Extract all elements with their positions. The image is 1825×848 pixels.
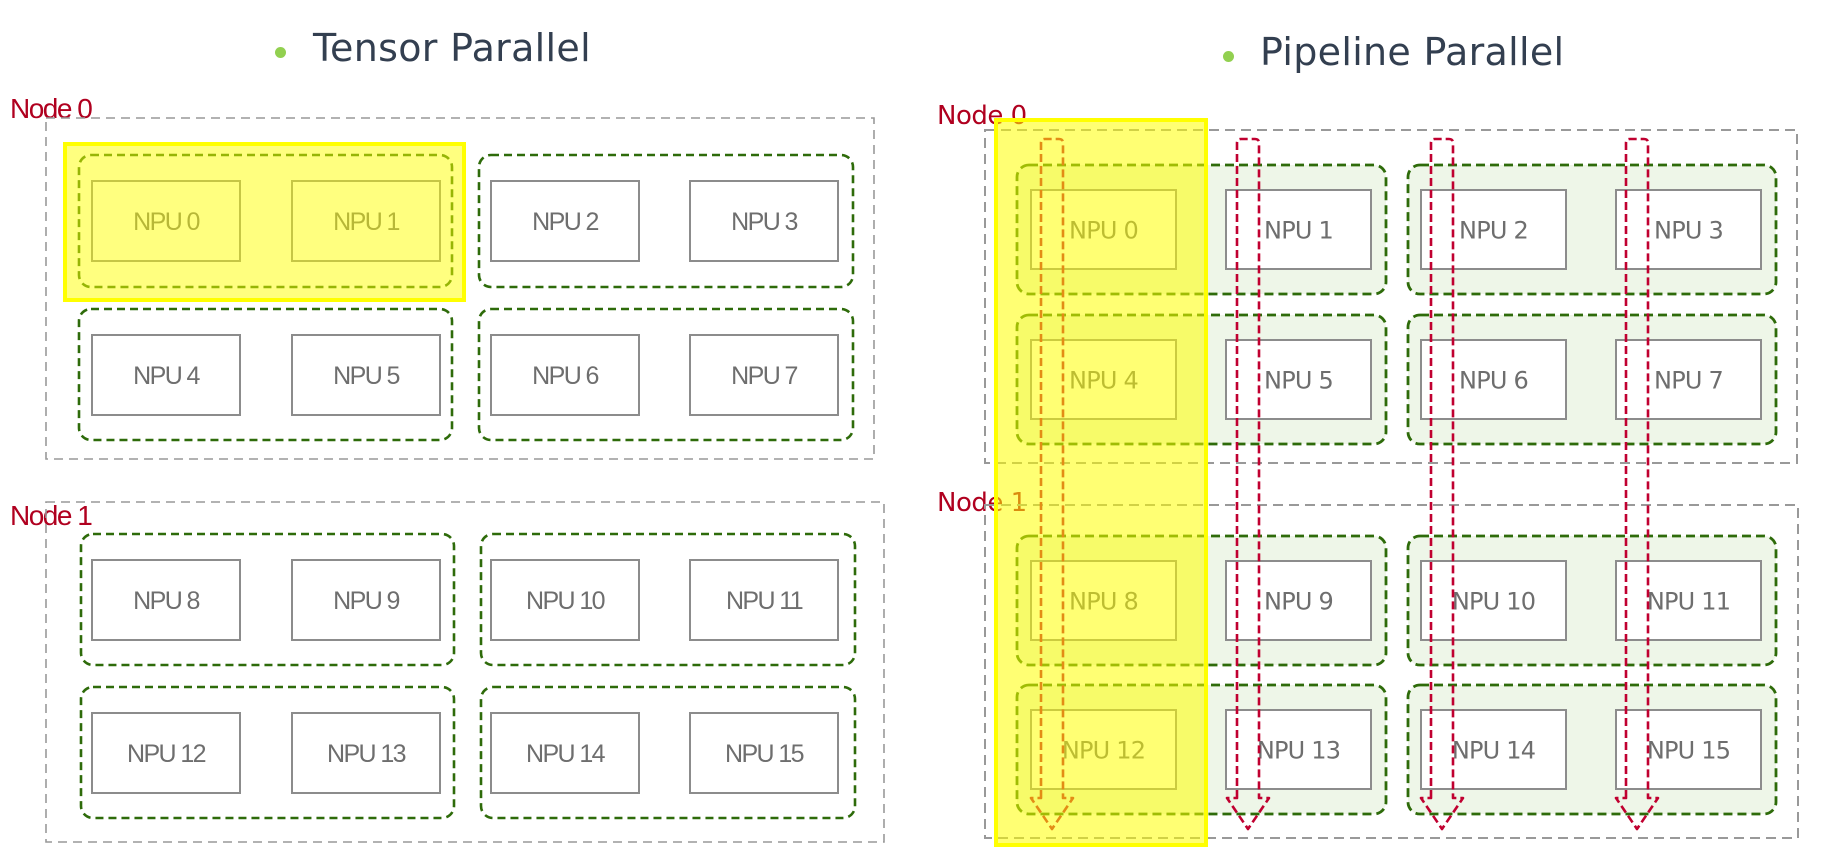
npu-label: NPU 9 [1264,588,1333,616]
npu-box [1420,339,1567,420]
pipeline-parallel-title: Pipeline Parallel [1260,30,1565,74]
npu-box [1615,339,1762,420]
npu-box [689,559,839,641]
npu-box [1420,709,1567,790]
tp-group [79,532,456,667]
npu-box [490,559,640,641]
npu-label: NPU 2 [532,208,598,236]
npu-label: NPU 6 [1459,367,1528,395]
npu-label: NPU 13 [1257,737,1340,765]
tp-node-1-box [45,501,885,843]
npu-box [490,180,640,262]
npu-label: NPU 14 [1452,737,1535,765]
npu-label: NPU 12 [127,740,206,768]
npu-box [91,559,241,641]
tp-node-0-label: Node 0 [10,93,93,124]
npu-box [1615,189,1762,270]
npu-box [1225,189,1372,270]
tp-title-bullet-icon [275,47,286,58]
tp-group [477,153,855,289]
pp-highlight-column [994,118,1208,847]
npu-box [291,559,441,641]
npu-box [1225,339,1372,420]
npu-label: NPU 5 [333,362,399,390]
tp-group [77,307,454,442]
npu-box [1225,560,1372,641]
highlight-overlay [63,118,1208,847]
npu-box [91,334,241,416]
npu-label: NPU 2 [1459,217,1528,245]
pp-title-bullet-icon [1223,51,1234,62]
npu-label: NPU 5 [1264,367,1333,395]
npu-label: NPU 11 [1647,588,1730,616]
tp-group [479,685,857,820]
npu-label: NPU 11 [726,587,803,615]
npu-label: NPU 6 [532,362,598,390]
npu-box [1420,189,1567,270]
tp-group [479,532,857,667]
npu-box [689,334,839,416]
npu-label: NPU 13 [327,740,406,768]
tp-group [477,307,855,442]
pipeline-arrow-down-icon [1614,137,1660,831]
tp-node-0-box [45,117,875,460]
npu-box [1420,560,1567,641]
tp-highlight-box [63,142,466,302]
npu-label: NPU 3 [731,208,797,236]
npu-label: NPU 8 [133,587,199,615]
tensor-parallel-title: Tensor Parallel [313,26,591,70]
npu-box [490,334,640,416]
pp-node-0-box [984,129,1798,464]
npu-label: NPU 3 [1654,217,1723,245]
npu-label: NPU 10 [1452,588,1535,616]
pipeline-arrow-down-icon [1419,137,1465,831]
npu-box [291,712,441,794]
npu-box [1615,709,1762,790]
npu-box [91,712,241,794]
pp-node-1-box [984,504,1799,839]
pipeline-arrow-down-icon [1225,137,1271,831]
npu-box [1225,709,1372,790]
npu-label: NPU 10 [526,587,605,615]
npu-label: NPU 14 [526,740,606,768]
npu-box [291,334,441,416]
npu-box [1615,560,1762,641]
npu-label: NPU 7 [731,362,797,390]
npu-box [689,712,839,794]
tp-node-1-label: Node 1 [10,500,93,531]
npu-label: NPU 1 [1264,217,1333,245]
npu-label: NPU 9 [333,587,399,615]
npu-label: NPU 4 [133,362,200,390]
tp-group [79,685,456,820]
npu-label: NPU 15 [1647,737,1730,765]
npu-label: NPU 15 [725,740,804,768]
npu-label: NPU 7 [1654,367,1723,395]
npu-box [689,180,839,262]
npu-box [490,712,640,794]
